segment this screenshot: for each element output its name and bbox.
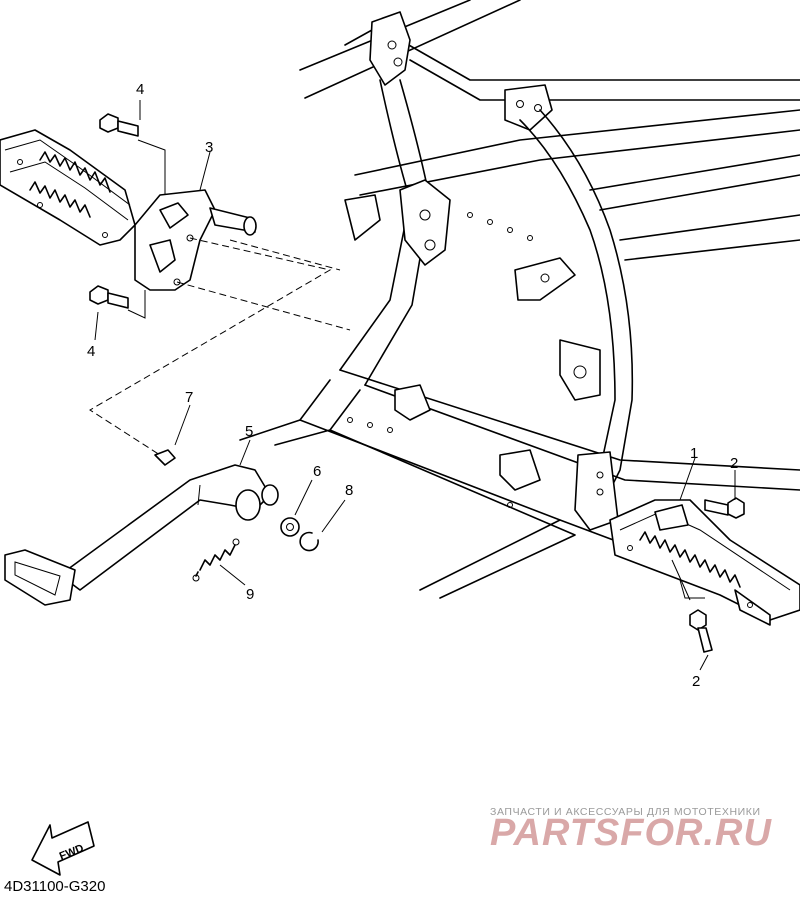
watermark-brand: PARTSFOR.RU	[490, 812, 772, 854]
diagram-code: 4D31100-G320	[4, 878, 106, 895]
callout-5: 5	[245, 423, 253, 440]
brake-pedal-assembly	[4, 404, 346, 606]
watermark-tagline: ЗАПЧАСТИ И АКСЕССУАРЫ ДЛЯ МОТОТЕХНИКИ	[490, 806, 761, 818]
callout-2-upper: 2	[730, 455, 738, 472]
callout-4-lower: 4	[87, 343, 95, 360]
callout-3: 3	[205, 139, 213, 156]
motorcycle-frame	[239, 0, 800, 611]
callout-1: 1	[690, 445, 698, 462]
right-footrest-assembly	[609, 457, 800, 671]
callout-9: 9	[246, 586, 254, 603]
callout-2-lower: 2	[692, 673, 700, 690]
left-footrest-assembly	[0, 100, 351, 456]
callout-6: 6	[313, 463, 321, 480]
callout-7: 7	[185, 389, 193, 406]
forward-arrow-icon: FWD	[31, 821, 95, 876]
callout-8: 8	[345, 482, 353, 499]
callout-4-upper: 4	[136, 81, 144, 98]
